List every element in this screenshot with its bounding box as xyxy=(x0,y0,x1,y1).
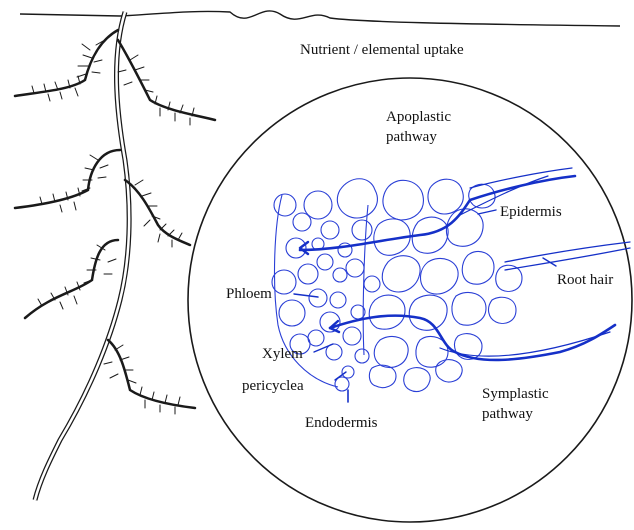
diagram-title: Nutrient / elemental uptake xyxy=(300,41,464,60)
soil-surface xyxy=(20,11,620,26)
label-apoplastic-2: pathway xyxy=(386,128,437,147)
label-epidermis: Epidermis xyxy=(500,203,562,222)
label-xylem: Xylem xyxy=(262,345,303,364)
label-symplastic-2: pathway xyxy=(482,405,533,424)
label-pericyclea: pericyclea xyxy=(242,377,304,396)
label-apoplastic-1: Apoplastic xyxy=(386,108,451,127)
label-root-hair: Root hair xyxy=(557,271,613,290)
label-phloem: Phloem xyxy=(226,285,272,304)
main-root xyxy=(35,12,129,500)
label-endodermis: Endodermis xyxy=(305,414,378,433)
label-symplastic-1: Symplastic xyxy=(482,385,549,404)
